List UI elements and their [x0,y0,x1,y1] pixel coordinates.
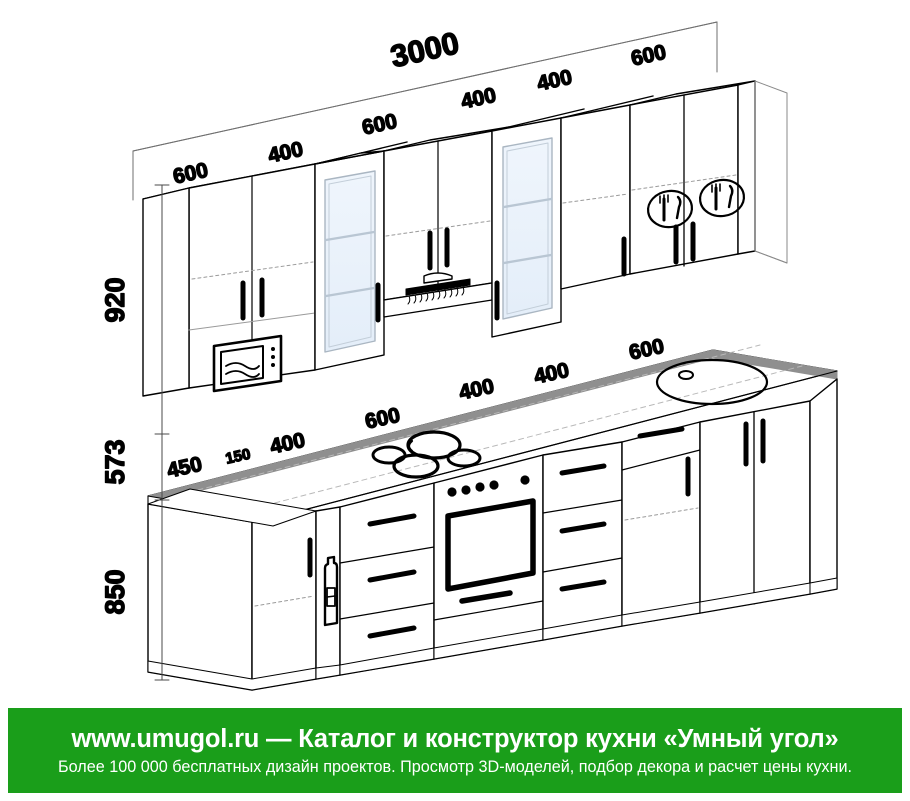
dim-total-width: 3000 [387,25,462,74]
upper-dimension-chain [132,21,718,152]
dim-upper-3: 600 [360,110,399,140]
handle[interactable] [637,426,691,497]
upper-cabinet-400-glass-tall[interactable] [491,108,585,338]
dim-lower-5: 400 [457,375,496,405]
handle[interactable] [427,227,450,271]
kitchen-isometric-drawing: 3000 600 400 600 400 400 600 450 150 400… [99,21,838,691]
banner-subtitle: Более 100 000 бесплатных дизайн проектов… [58,757,852,776]
glass-panel [324,170,376,353]
glass-panel [502,137,553,320]
base-cabinet-400-drawers-right[interactable] [542,441,623,641]
dim-upper-5: 400 [535,66,574,96]
cooker-hood-icon [383,272,493,318]
sink-icon [655,358,769,406]
cutlery-icon [698,178,746,218]
base-cabinet-600-sink[interactable] [699,378,838,614]
base-cabinet-600-oven[interactable] [433,454,544,660]
handle[interactable] [559,463,607,592]
kitchen-drawing-area: 3000 600 400 600 400 400 600 450 150 400… [99,21,838,691]
site-promo-banner[interactable]: www.umugol.ru — Каталог и конструктор ку… [8,708,902,793]
cooktop-icon [371,430,482,479]
dim-upper-4: 400 [459,84,498,114]
banner-title: www.umugol.ru — Каталог и конструктор ку… [71,724,839,753]
upper-cabinet-400-plain[interactable] [560,95,654,290]
base-cabinet-450[interactable] [147,488,317,691]
base-cabinet-400-door-drawer[interactable] [621,421,701,627]
cutlery-icon [646,189,694,229]
handle[interactable] [240,277,265,321]
right-wall-return [754,80,788,264]
dim-lower-4: 600 [363,404,402,434]
dim-lower-1: 450 [165,453,204,483]
dim-height-850: 850 [100,569,130,614]
base-cabinet-400-drawers[interactable] [339,482,435,676]
dim-height-573: 573 [100,439,130,484]
dim-lower-2: 150 [224,446,252,468]
upper-cabinet-400-glass[interactable] [314,141,408,371]
dim-upper-2: 400 [266,138,305,168]
dim-lower-7: 600 [627,335,666,365]
handle[interactable] [673,221,696,265]
dim-lower-3: 400 [268,429,307,459]
dim-upper-6: 600 [629,41,668,71]
bottle-rack-icon [323,555,339,627]
dim-height-920: 920 [100,277,130,322]
upper-cabinet-600-microwave[interactable] [142,163,316,397]
handle[interactable] [367,513,417,639]
microwave-icon [212,334,283,393]
base-cabinet-150-bottle-rack[interactable] [315,506,341,680]
handle[interactable] [743,418,766,467]
dim-lower-6: 400 [532,359,571,389]
dim-upper-1: 600 [171,159,210,189]
upper-cabinet-600-over-hood[interactable] [383,126,510,318]
oven-icon [433,475,544,621]
left-dimension-line [154,184,170,681]
upper-cabinet-600-cutlery[interactable] [629,80,756,275]
